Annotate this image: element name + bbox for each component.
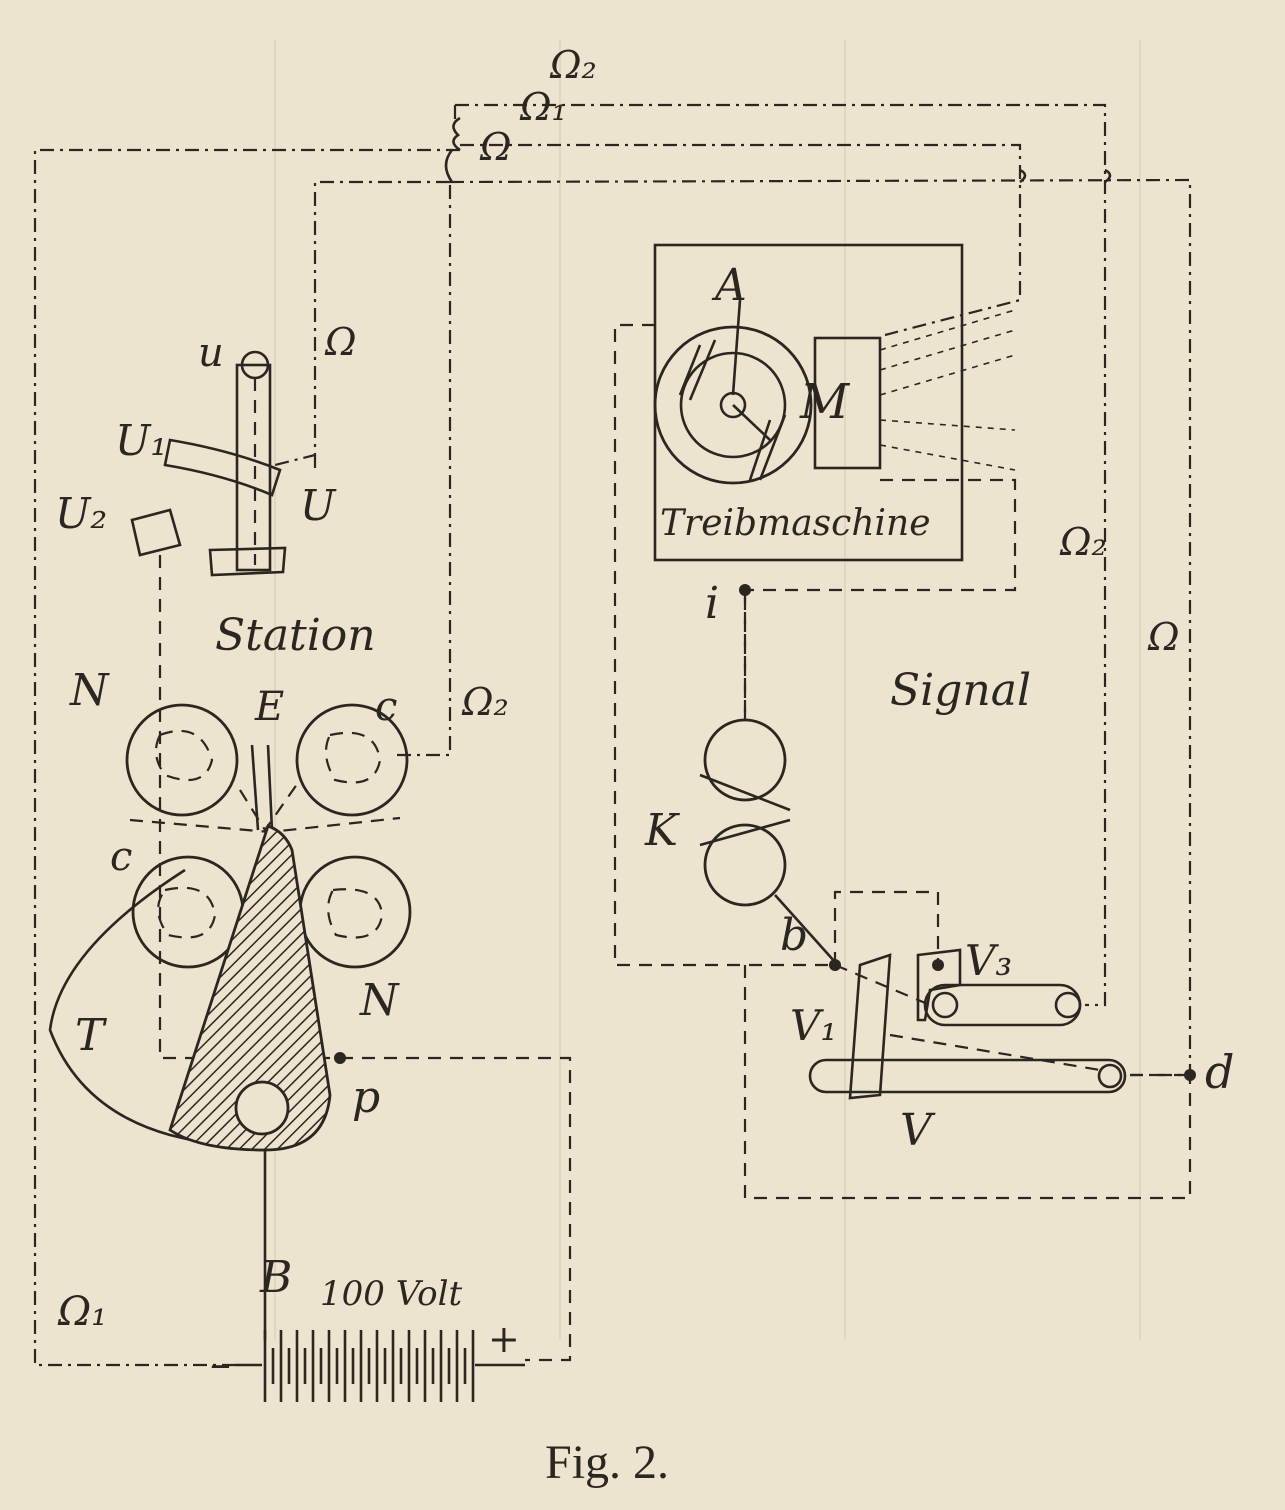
label-signal: Signal: [890, 665, 1031, 716]
contact-u2: [130, 508, 182, 557]
label-e: E: [254, 684, 284, 730]
label-treibmaschine: Treibmaschine: [660, 503, 931, 544]
contact-v1: [848, 953, 892, 1100]
label-t: T: [75, 1010, 108, 1061]
label-u: u: [198, 330, 224, 376]
label-omega2-top: Ω₂: [549, 43, 597, 87]
label-omega-station: Ω: [324, 320, 357, 364]
label-omega-top: Ω: [479, 125, 512, 169]
label-station: Station: [215, 610, 376, 661]
label-minus: –: [210, 1339, 231, 1388]
connector-braces: [444, 116, 1112, 184]
motor-armature: [653, 325, 813, 485]
battery: [235, 1330, 525, 1402]
contact-u1: [163, 438, 282, 497]
label-volt: 100 Volt: [320, 1274, 462, 1314]
labels: Ω₂ Ω₁ Ω u U₁ U₂ U Ω Station N E c Ω₂ c N…: [55, 43, 1234, 1489]
label-v1: V₁: [790, 1001, 837, 1050]
label-d: d: [1205, 1045, 1234, 1099]
figure-caption: Fig. 2.: [545, 1436, 669, 1489]
wiring: [33, 103, 1192, 1367]
label-omega-right: Ω: [1147, 615, 1180, 659]
label-b: B: [259, 1252, 292, 1303]
label-c-lower: c: [110, 834, 132, 880]
label-omega2-right: Ω₂: [1059, 520, 1107, 564]
label-omega2-mid: Ω₂: [461, 680, 509, 724]
signal-rollers: [699, 590, 836, 963]
line-omega1-top-run: [460, 143, 1022, 337]
line-omega2-top: [455, 103, 1107, 1007]
line-signal-loop: [613, 323, 835, 967]
label-i: i: [705, 578, 719, 629]
label-u-contact: U: [300, 481, 337, 530]
hatched-sector: [168, 824, 332, 1152]
line-bottom-return: [743, 965, 1192, 1200]
label-k: K: [644, 805, 680, 856]
lever-arm: [235, 363, 272, 572]
label-b-small: b: [780, 910, 808, 961]
line-omega-station: [274, 180, 450, 467]
label-plus: +: [488, 1317, 520, 1361]
label-p: p: [352, 1072, 380, 1123]
signal-contacts: [808, 948, 1196, 1100]
label-a: A: [711, 260, 747, 311]
label-u2: U₂: [55, 489, 107, 538]
station-cam: [48, 824, 346, 1152]
motor-field-m: [813, 336, 882, 470]
label-v3: V₃: [965, 936, 1012, 985]
cam-hub: [234, 1080, 290, 1136]
label-u1: U₁: [115, 416, 167, 465]
label-n-lower: N: [359, 975, 400, 1026]
label-c-upper: c: [375, 684, 397, 730]
line-p-to-plus: [340, 1056, 572, 1362]
label-m: M: [799, 374, 851, 430]
contact-u: [208, 546, 287, 577]
line-omega1-outer: [33, 148, 460, 1367]
label-omega1-top: Ω₁: [519, 85, 567, 129]
label-omega1-bottom: Ω₁: [57, 1289, 107, 1335]
contact-v-bar: [808, 1058, 1127, 1094]
treibmaschine: [653, 243, 1016, 596]
label-n-upper: N: [69, 665, 110, 716]
station-lever-switch: [130, 350, 287, 577]
line-motor-to-i: [745, 478, 1017, 592]
line-omega2-station: [395, 105, 457, 757]
label-v: V: [900, 1105, 936, 1156]
